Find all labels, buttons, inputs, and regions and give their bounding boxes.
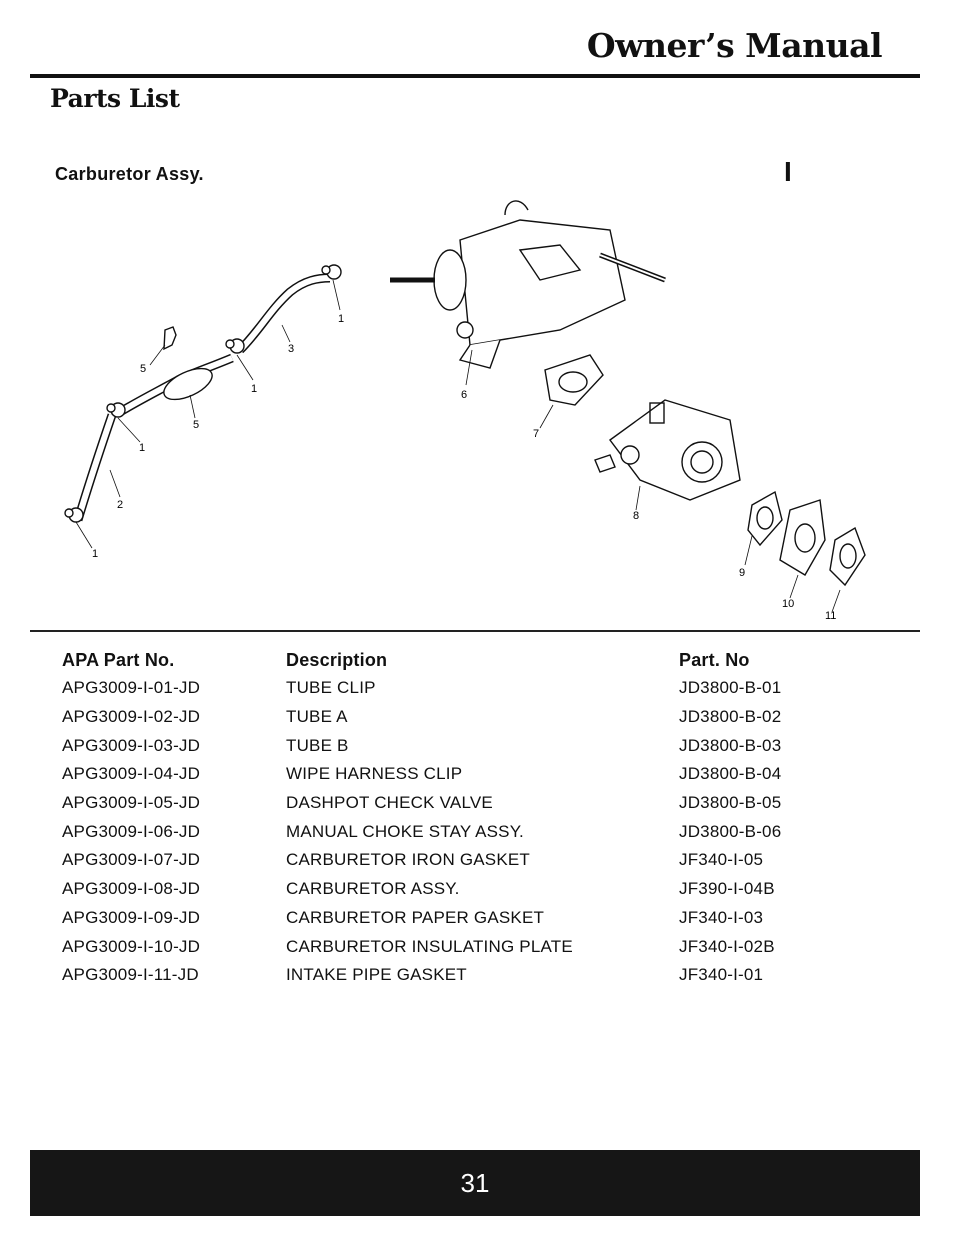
wipe-harness-clip bbox=[163, 326, 177, 351]
cell-apa-part-no: APG3009-I-06-JD bbox=[62, 821, 201, 841]
header-rule bbox=[30, 74, 920, 78]
cell-apa-part-no: APG3009-I-03-JD bbox=[62, 735, 201, 755]
parts-table: APA Part No. Description Part. No APG300… bbox=[62, 646, 882, 990]
cell-apa-part-no: APG3009-I-05-JD bbox=[62, 793, 201, 813]
cell-apa-part-no: APG3009-I-11-JD bbox=[62, 965, 199, 985]
cell-description: TUBE CLIP bbox=[286, 678, 376, 698]
callout-label: 3 bbox=[288, 343, 294, 355]
assembly-title: Carburetor Assy. bbox=[55, 164, 204, 184]
cell-apa-part-no: APG3009-I-09-JD bbox=[62, 907, 201, 927]
cell-description: TUBE A bbox=[286, 707, 348, 727]
carburetor-assy bbox=[594, 399, 741, 501]
callout-label: 9 bbox=[739, 567, 745, 579]
table-row: APG3009-I-05-JD DASHPOT CHECK VALVE JD3800… bbox=[62, 789, 882, 818]
table-row: APG3009-I-01-JD TUBE CLIP JD3800-B-01 bbox=[62, 674, 882, 703]
footer-bar: 31 bbox=[30, 1150, 920, 1216]
cell-apa-part-no: APG3009-I-08-JD bbox=[62, 879, 201, 899]
header-description: Description bbox=[286, 649, 388, 670]
table-row: APG3009-I-04-JD WIPE HARNESS CLIP JD3800-B… bbox=[62, 760, 882, 789]
page-header-title: Owner’s Manual bbox=[586, 26, 883, 65]
table-row: APG3009-I-10-JD CARBURETOR INSULATING PLA… bbox=[62, 932, 882, 961]
cell-part-no: JD3800-B-03 bbox=[679, 735, 782, 755]
tube-clip-4 bbox=[64, 507, 84, 523]
cell-part-no: JD3800-B-05 bbox=[679, 793, 782, 813]
cell-description: CARBURETOR PAPER GASKET bbox=[286, 907, 545, 927]
manual-choke-stay-assy bbox=[390, 200, 666, 369]
table-row: APG3009-I-11-JD INTAKE PIPE GASKET JF340-I… bbox=[62, 961, 882, 990]
callout-label: 2 bbox=[117, 499, 123, 511]
table-row: APG3009-I-03-JD TUBE B JD3800-B-03 bbox=[62, 731, 882, 760]
callout-label: 1 bbox=[251, 383, 257, 395]
cell-description: INTAKE PIPE GASKET bbox=[286, 965, 467, 985]
callout-label: 8 bbox=[633, 510, 639, 522]
table-row: APG3009-I-06-JD MANUAL CHOKE STAY ASSY. JD… bbox=[62, 817, 882, 846]
page-number: 31 bbox=[460, 1168, 490, 1198]
callout-label: 5 bbox=[140, 363, 146, 375]
carburetor-insulating-plate bbox=[779, 499, 826, 576]
cell-apa-part-no: APG3009-I-10-JD bbox=[62, 936, 201, 956]
exploded-parts-diagram: 1 1 1 1 2 3 5 5 6 7 8 9 10 11 bbox=[64, 200, 866, 622]
carburetor-paper-gasket bbox=[747, 490, 783, 547]
cell-description: CARBURETOR INSULATING PLATE bbox=[286, 936, 573, 956]
tube-clip-3 bbox=[106, 402, 126, 418]
callout-label: 6 bbox=[461, 389, 467, 401]
cell-part-no: JF340-I-03 bbox=[679, 907, 764, 927]
intake-pipe-gasket bbox=[829, 526, 866, 587]
table-header-row: APA Part No. Description Part. No bbox=[62, 646, 882, 674]
callout-label: 5 bbox=[193, 419, 199, 431]
cell-part-no: JD3800-B-06 bbox=[679, 821, 782, 841]
callout-label: 10 bbox=[782, 598, 794, 610]
cell-apa-part-no: APG3009-I-07-JD bbox=[62, 850, 201, 870]
table-row: APG3009-I-02-JD TUBE A JD3800-B-02 bbox=[62, 703, 882, 732]
cell-part-no: JF390-I-04B bbox=[679, 879, 775, 899]
table-row: APG3009-I-07-JD CARBURETOR IRON GASKET JF3… bbox=[62, 846, 882, 875]
header-apa-part-no: APA Part No. bbox=[62, 649, 175, 670]
cell-apa-part-no: APG3009-I-04-JD bbox=[62, 764, 201, 784]
cell-description: DASHPOT CHECK VALVE bbox=[286, 793, 493, 813]
cell-part-no: JF340-I-02B bbox=[679, 936, 775, 956]
cell-part-no: JD3800-B-02 bbox=[679, 707, 782, 727]
cell-description: TUBE B bbox=[286, 735, 349, 755]
cell-description: CARBURETOR ASSY. bbox=[286, 879, 460, 899]
callout-label: 1 bbox=[338, 313, 344, 325]
cell-part-no: JF340-I-01 bbox=[679, 965, 764, 985]
carburetor-iron-gasket bbox=[544, 354, 604, 406]
cell-part-no: JD3800-B-04 bbox=[679, 764, 782, 784]
callout-label: 1 bbox=[139, 442, 145, 454]
cell-description: CARBURETOR IRON GASKET bbox=[286, 850, 531, 870]
cell-apa-part-no: APG3009-I-01-JD bbox=[62, 678, 201, 698]
callout-label: 1 bbox=[92, 548, 98, 560]
header-part-no: Part. No bbox=[679, 649, 750, 670]
cell-description: MANUAL CHOKE STAY ASSY. bbox=[286, 821, 524, 841]
cell-part-no: JF340-I-05 bbox=[679, 850, 764, 870]
callout-label: 7 bbox=[533, 428, 539, 440]
section-code: I bbox=[784, 156, 792, 187]
tube-clip-1 bbox=[321, 264, 342, 280]
table-top-rule bbox=[30, 630, 920, 632]
cell-part-no: JD3800-B-01 bbox=[679, 678, 782, 698]
table-row: APG3009-I-09-JD CARBURETOR PAPER GASKET JF… bbox=[62, 904, 882, 933]
table-row: APG3009-I-08-JD CARBURETOR ASSY. JF390-I-0… bbox=[62, 875, 882, 904]
tube-clip-2 bbox=[225, 338, 245, 354]
section-title: Parts List bbox=[50, 84, 180, 113]
cell-apa-part-no: APG3009-I-02-JD bbox=[62, 707, 201, 727]
callout-label: 11 bbox=[825, 610, 836, 622]
cell-description: WIPE HARNESS CLIP bbox=[286, 764, 463, 784]
